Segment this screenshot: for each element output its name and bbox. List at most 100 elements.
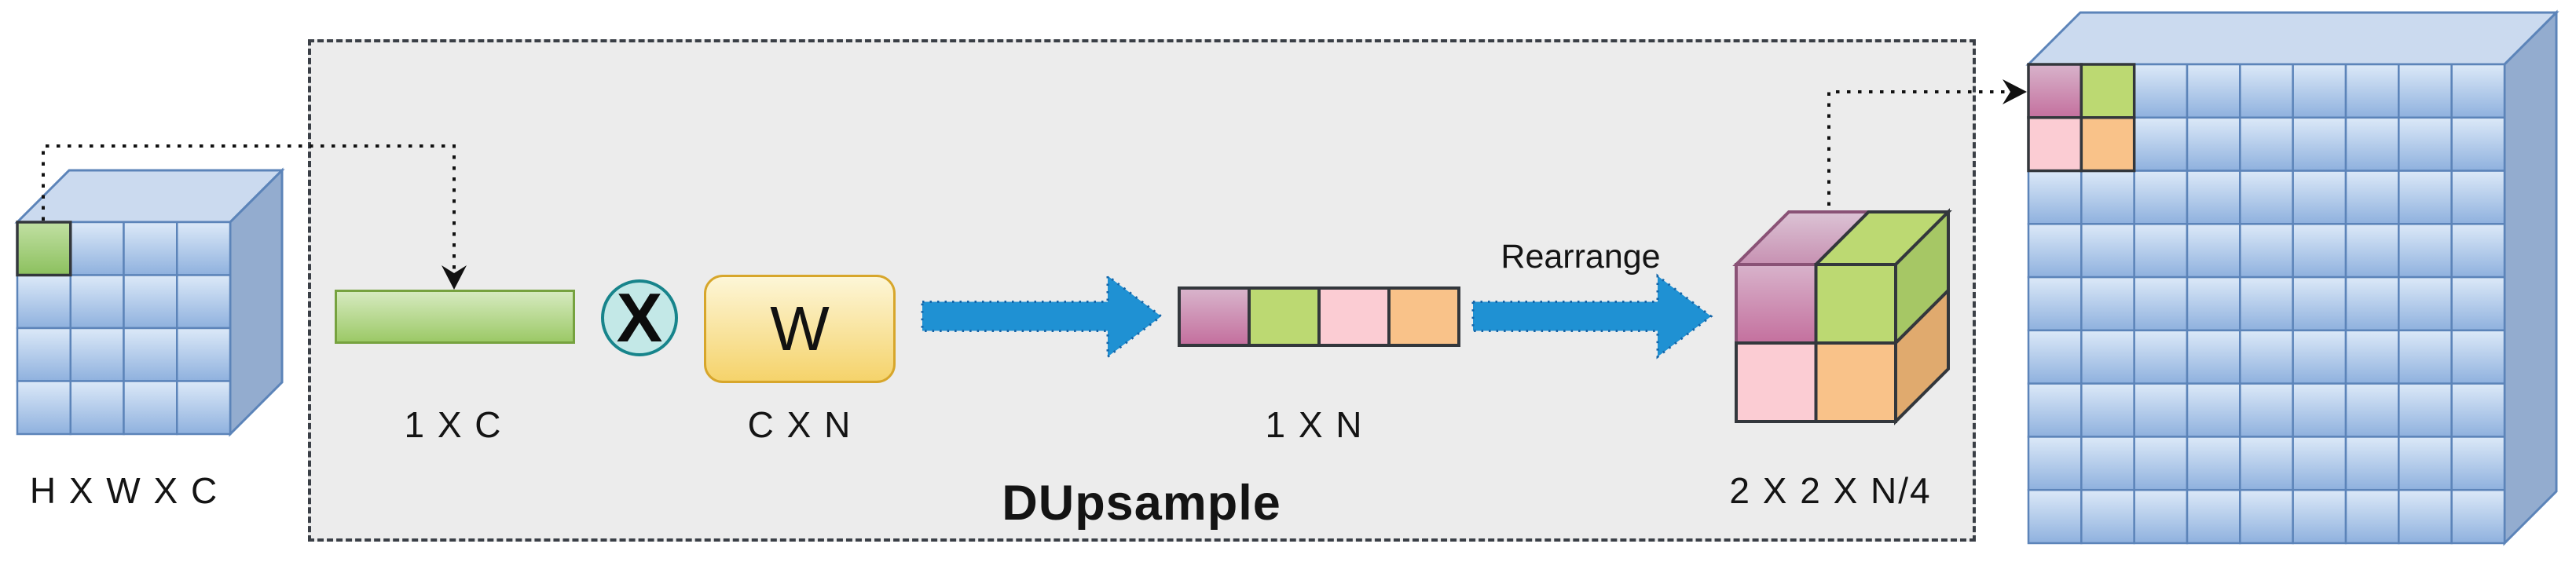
output-feature-cube-cell bbox=[2344, 329, 2400, 385]
output-feature-cube-cell bbox=[2450, 223, 2506, 279]
feature-vector-bar bbox=[335, 290, 575, 344]
output-feature-cube-cell bbox=[2450, 329, 2506, 385]
output-feature-cube-top-face bbox=[2025, 11, 2560, 66]
output-feature-cube-cell bbox=[2450, 382, 2506, 438]
input-feature-cube-cell bbox=[69, 221, 125, 276]
result-vector-label: 1 X N bbox=[1265, 404, 1364, 445]
output-feature-cube-cell bbox=[2080, 63, 2135, 119]
output-feature-cube-cell bbox=[2080, 329, 2135, 385]
output-feature-cube-cell bbox=[2292, 488, 2347, 545]
output-feature-cube-cell bbox=[2239, 382, 2294, 438]
output-feature-cube-cell bbox=[2292, 382, 2347, 438]
input-feature-cube-cell bbox=[123, 380, 178, 436]
output-feature-cube-cell bbox=[2186, 116, 2241, 172]
output-feature-cube-cell bbox=[2186, 488, 2241, 545]
output-feature-cube-cell bbox=[2027, 223, 2083, 279]
output-feature-cube-cell bbox=[2239, 329, 2294, 385]
output-feature-cube-cell bbox=[2398, 276, 2453, 332]
output-feature-cube-cell bbox=[2292, 116, 2347, 172]
output-feature-cube-cell bbox=[2133, 382, 2189, 438]
output-feature-cube-cell bbox=[2027, 488, 2083, 545]
input-feature-cube-cell bbox=[123, 274, 178, 330]
output-feature-cube-cell bbox=[2133, 170, 2189, 225]
output-feature-cube-cell bbox=[2344, 488, 2400, 545]
output-feature-cube-cell bbox=[2186, 382, 2241, 438]
output-feature-cube-cell bbox=[2027, 382, 2083, 438]
output-feature-cube-cell bbox=[2080, 276, 2135, 332]
output-feature-cube-cell bbox=[2292, 63, 2347, 119]
input-feature-cube-cell bbox=[123, 327, 178, 382]
output-feature-cube-cell bbox=[2239, 116, 2294, 172]
output-feature-cube-cell bbox=[2133, 436, 2189, 491]
input-feature-cube bbox=[14, 167, 285, 437]
output-feature-cube-cell bbox=[2239, 170, 2294, 225]
output-feature-cube-cell bbox=[2133, 488, 2189, 545]
result-vector-cell-magenta bbox=[1181, 290, 1248, 344]
output-feature-cube-cell bbox=[2398, 329, 2453, 385]
result-vector-cell-pink bbox=[1317, 290, 1387, 344]
result-vector-cell-orange bbox=[1387, 290, 1457, 344]
input-feature-cube-top-face bbox=[14, 169, 285, 224]
output-feature-cube-cell bbox=[2080, 382, 2135, 438]
input-feature-cube-side-face bbox=[229, 167, 284, 437]
output-feature-cube-side-face bbox=[2503, 9, 2558, 546]
multiply-operator: X bbox=[601, 279, 678, 356]
output-feature-cube-cell bbox=[2080, 488, 2135, 545]
output-feature-cube-cell bbox=[2344, 382, 2400, 438]
input-dims-label: H X W X C bbox=[29, 470, 219, 511]
output-feature-cube-cell bbox=[2027, 170, 2083, 225]
output-feature-cube-cell bbox=[2239, 63, 2294, 119]
output-feature-cube-cell bbox=[2398, 436, 2453, 491]
output-feature-cube-cell bbox=[2292, 170, 2347, 225]
output-feature-cube-cell bbox=[2292, 329, 2347, 385]
input-feature-cube-colored-cell-green_cell bbox=[16, 221, 72, 277]
output-feature-cube-cell bbox=[2450, 436, 2506, 491]
weight-matrix-label: C X N bbox=[747, 404, 852, 445]
output-feature-cube-cell bbox=[2292, 436, 2347, 491]
input-feature-cube-cell bbox=[69, 327, 125, 382]
output-feature-cube-cell bbox=[2239, 276, 2294, 332]
output-feature-cube-cell bbox=[2398, 116, 2453, 172]
rearranged-block-label: 2 X 2 X N/4 bbox=[1729, 470, 1932, 511]
output-feature-cube-cell bbox=[2080, 223, 2135, 279]
result-vector-row bbox=[1178, 286, 1460, 347]
output-feature-cube-cell bbox=[2186, 329, 2241, 385]
output-feature-cube-cell bbox=[2080, 116, 2135, 172]
output-feature-cube-cell bbox=[2398, 382, 2453, 438]
output-feature-cube-cell bbox=[2292, 276, 2347, 332]
output-feature-cube-cell bbox=[2398, 488, 2453, 545]
output-feature-cube-colored-cell-magenta bbox=[2027, 63, 2083, 119]
output-feature-cube-cell bbox=[2344, 170, 2400, 225]
output-feature-cube-cell bbox=[2398, 223, 2453, 279]
output-feature-cube-cell bbox=[2186, 170, 2241, 225]
output-feature-cube-cell bbox=[2186, 63, 2241, 119]
output-feature-cube-cell bbox=[2450, 63, 2506, 119]
output-feature-cube-cell bbox=[2080, 436, 2135, 491]
output-feature-cube-colored-cell-orange bbox=[2079, 116, 2136, 173]
input-feature-cube-cell bbox=[69, 274, 125, 330]
weight-matrix-box: W bbox=[704, 275, 896, 383]
output-feature-cube-cell bbox=[2450, 488, 2506, 545]
output-feature-cube-colored-cell-pink bbox=[2027, 116, 2083, 173]
output-feature-cube-cell bbox=[2027, 436, 2083, 491]
output-feature-cube-cell bbox=[2239, 436, 2294, 491]
input-feature-cube-cell bbox=[16, 327, 71, 382]
output-feature-cube-cell bbox=[2344, 223, 2400, 279]
output-feature-cube-cell bbox=[2027, 63, 2083, 119]
input-feature-cube-cell bbox=[123, 221, 178, 276]
output-feature-cube-cell bbox=[2450, 276, 2506, 332]
output-feature-cube-cell bbox=[2450, 170, 2506, 225]
input-feature-cube-cell bbox=[16, 221, 71, 276]
connector-arrowhead-right bbox=[2003, 79, 2027, 104]
output-feature-cube-cell bbox=[2344, 63, 2400, 119]
output-feature-cube-cell bbox=[2080, 170, 2135, 225]
output-feature-cube-cell bbox=[2186, 276, 2241, 332]
input-feature-cube-cell bbox=[176, 221, 232, 276]
output-feature-cube bbox=[2025, 9, 2560, 546]
input-feature-cube-cell bbox=[176, 327, 232, 382]
result-vector-cell-green_flat bbox=[1248, 290, 1317, 344]
output-feature-cube-cell bbox=[2398, 63, 2453, 119]
output-feature-cube-cell bbox=[2027, 276, 2083, 332]
output-feature-cube-cell bbox=[2186, 223, 2241, 279]
